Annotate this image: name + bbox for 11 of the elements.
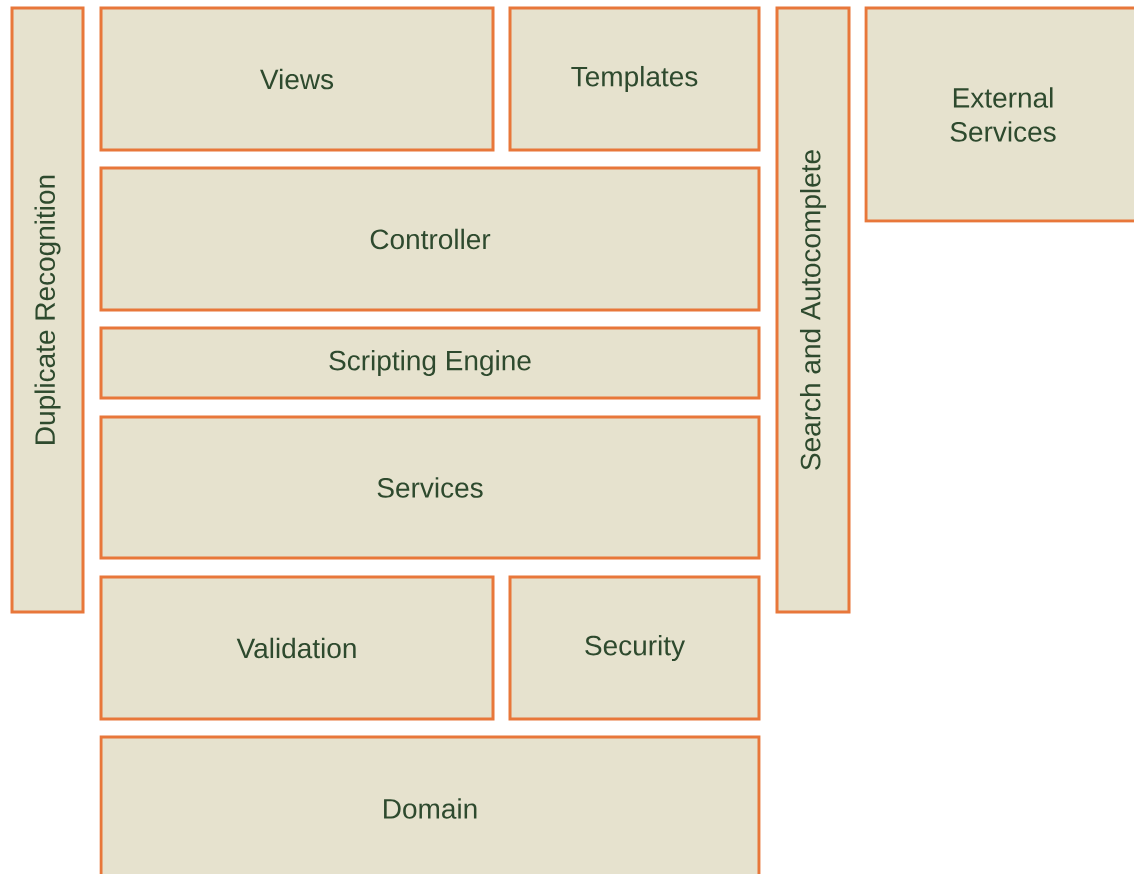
layer-box: Controller [99, 166, 761, 312]
layer-box: Validation [99, 575, 495, 721]
layer-box: Views [99, 6, 495, 152]
layer-band: Search and Autocomplete [775, 6, 851, 614]
layer-box: Templates [508, 6, 761, 152]
layer-box: Services [99, 415, 761, 560]
layer-box: Scripting Engine [99, 326, 761, 400]
layer-box: External Services [864, 6, 1134, 223]
layer-box: Security [508, 575, 761, 721]
layer-box: Domain [99, 735, 761, 874]
layer-band: Duplicate Recognition [10, 6, 85, 614]
